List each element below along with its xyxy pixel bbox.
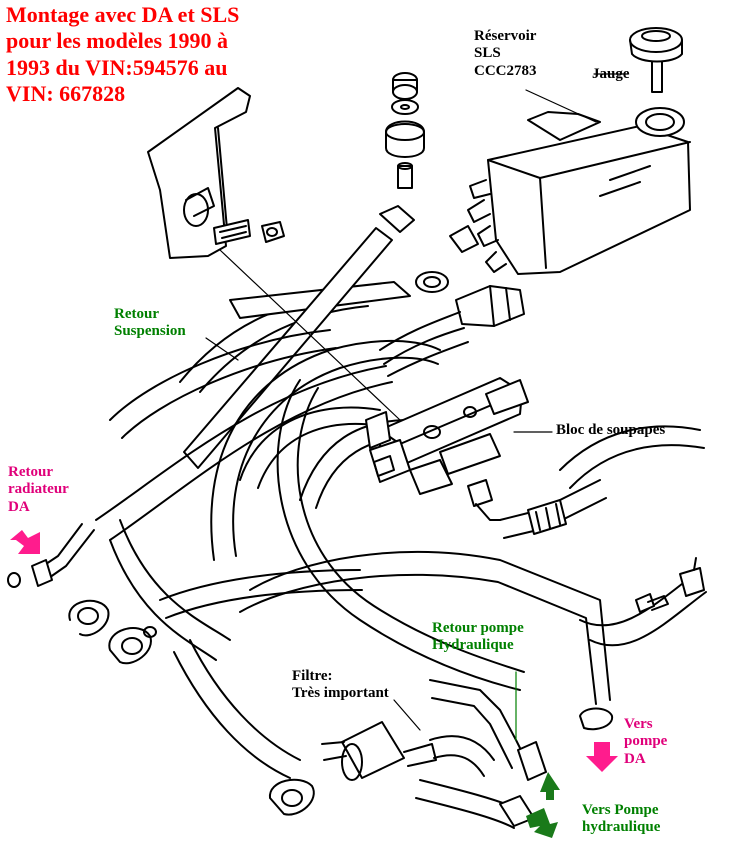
hose-clamps-left	[68, 600, 157, 665]
label-filtre: Filtre: Très important	[292, 668, 389, 702]
label-reservoir: Réservoir SLS CCC2783	[474, 28, 537, 79]
valve-block	[365, 377, 529, 495]
label-vers-pompe-da: Vers pompe DA	[624, 716, 668, 767]
arrow-pink-left	[10, 530, 40, 554]
arrow-green-down	[526, 808, 558, 838]
label-vers-pompe-hydraulique: Vers Pompe hydraulique	[582, 802, 661, 836]
hose-clamp-bottom	[268, 778, 315, 816]
sls-reservoir	[467, 107, 691, 275]
mounting-bracket	[147, 87, 285, 259]
connector	[379, 285, 525, 377]
fitting-right	[467, 479, 567, 535]
hoses	[95, 227, 707, 829]
label-jauge: Jauge	[592, 66, 630, 82]
radiator-return-pipe	[7, 523, 95, 588]
label-retour-radiateur: Retour radiateur DA	[8, 464, 69, 515]
dipstick-cap	[629, 27, 683, 93]
label-retour-pompe: Retour pompe Hydraulique	[432, 620, 524, 654]
bolt-bracket-right	[635, 557, 705, 613]
diagram-title: Montage avec DA et SLS pour les modèles …	[6, 2, 240, 107]
leader-lines	[205, 73, 629, 741]
arrow-pink-right	[586, 742, 618, 772]
pump-pipes	[429, 679, 614, 827]
label-bloc-soupapes: Bloc de soupapes	[556, 422, 666, 438]
flow-arrows	[10, 530, 618, 838]
label-retour-suspension: Retour Suspension	[114, 306, 186, 340]
filter	[321, 721, 495, 781]
hose-clips-top	[379, 205, 479, 293]
mount-stack	[385, 72, 425, 189]
arrow-green-up	[540, 772, 560, 800]
